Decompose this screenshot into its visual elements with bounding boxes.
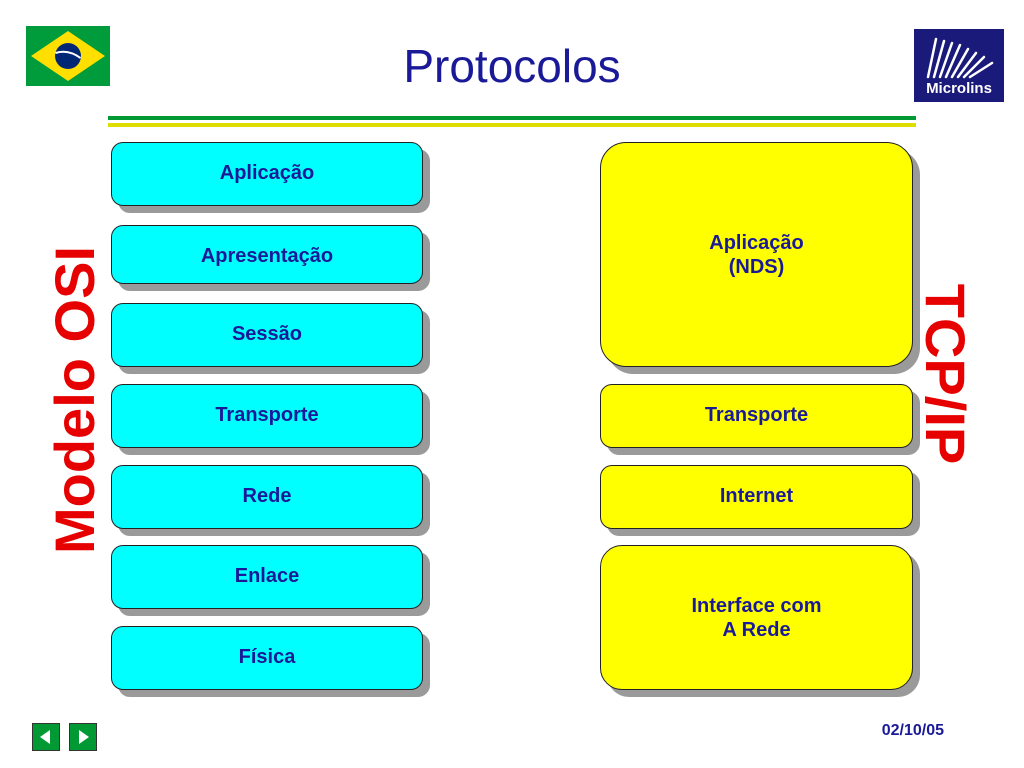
- osi-layer-label: Sessão: [231, 323, 303, 345]
- previous-slide-button[interactable]: [32, 723, 60, 751]
- previous-arrow-icon: [40, 730, 50, 744]
- microlins-logo: Microlins: [914, 29, 1004, 102]
- osi-layer-apresentacao: Apresentação: [111, 225, 423, 284]
- osi-layer-aplicacao: Aplicação: [111, 142, 423, 206]
- header-rule-yellow: [108, 123, 916, 127]
- tcp-layer-aplicacao: Aplicação (NDS): [600, 142, 913, 367]
- osi-model-label: Modelo OSI: [43, 246, 106, 554]
- tcp-layer-internet: Internet: [600, 465, 913, 529]
- tcpip-model-label: TCP/IP: [914, 283, 977, 465]
- slide-date: 02/10/05: [881, 722, 944, 739]
- osi-layer-label: Enlace: [234, 565, 300, 587]
- next-slide-button[interactable]: [69, 723, 97, 751]
- osi-layer-label: Apresentação: [200, 245, 334, 267]
- tcp-layer-transporte: Transporte: [600, 384, 913, 448]
- tcp-layer-label: Transporte: [704, 404, 809, 426]
- osi-layer-rede: Rede: [111, 465, 423, 529]
- osi-layer-transporte: Transporte: [111, 384, 423, 448]
- header-rule-green: [108, 116, 916, 120]
- tcp-layer-label: Internet: [719, 485, 794, 507]
- tcp-layer-label: Interface com A Rede: [691, 594, 822, 641]
- osi-layer-label: Rede: [242, 485, 292, 507]
- osi-layer-label: Transporte: [215, 404, 319, 426]
- tcp-layer-label: Aplicação (NDS): [709, 231, 804, 278]
- osi-layer-fisica: Física: [111, 626, 423, 690]
- logo-text: Microlins: [926, 80, 992, 97]
- osi-layer-label: Física: [238, 646, 296, 668]
- tcp-layer-interface-rede: Interface com A Rede: [600, 545, 913, 690]
- osi-layer-label: Aplicação: [219, 162, 315, 184]
- page-title: Protocolos: [403, 40, 621, 92]
- osi-layer-sessao: Sessão: [111, 303, 423, 367]
- next-arrow-icon: [79, 730, 89, 744]
- brazil-flag-icon: [26, 26, 110, 86]
- osi-layer-enlace: Enlace: [111, 545, 423, 609]
